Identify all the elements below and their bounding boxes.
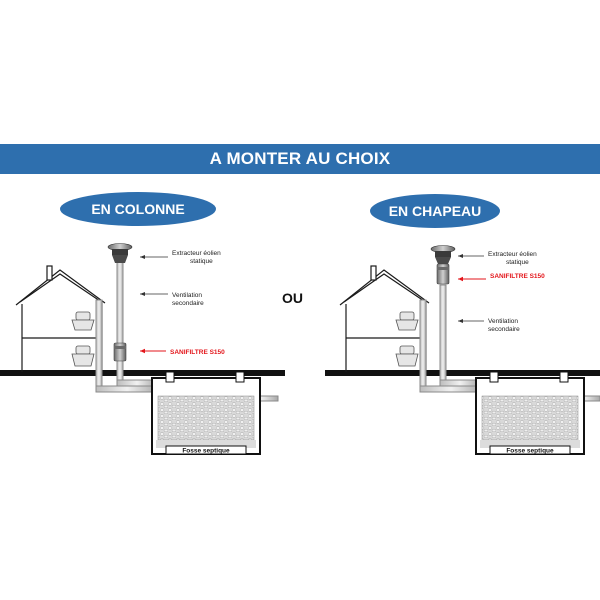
option-en-colonne-badge: EN COLONNE [60, 192, 216, 226]
option-en-chapeau-label: EN CHAPEAU [388, 203, 482, 219]
extractor-head-left [107, 243, 133, 263]
tank-label-left: Fosse septique [182, 448, 230, 455]
extractor-head-right [430, 245, 456, 264]
toilet-upper-right [395, 311, 419, 331]
separator-ou: OU [282, 290, 303, 306]
filter-label-right: SANIFILTRE S150 [490, 273, 545, 280]
extractor-label-left-1: Extracteur éolien [172, 250, 221, 257]
filter-left [113, 342, 127, 362]
toilet-upper [71, 311, 95, 331]
ground-line-right [325, 370, 600, 376]
option-en-chapeau-badge: EN CHAPEAU [370, 194, 500, 228]
septic-tank-left: Fosse septique [151, 371, 261, 455]
title-banner: A MONTER AU CHOIX [0, 144, 600, 174]
filter-right [436, 263, 450, 285]
ventilation-label-left-1: Ventilation [172, 292, 202, 299]
extractor-label-right-1: Extracteur éolien [488, 251, 537, 258]
ground-line [0, 370, 285, 376]
option-en-colonne-label: EN COLONNE [91, 201, 185, 217]
extractor-label-right-2: statique [506, 259, 529, 266]
ventilation-label-right-2: secondaire [488, 326, 520, 333]
extractor-label-left-2: statique [190, 258, 213, 265]
filter-label-left: SANIFILTRE S150 [170, 349, 225, 356]
annotations-left: Extracteur éolien statique Ventilation s… [140, 250, 225, 356]
annotations-right: Extracteur éolien statique SANIFILTRE S1… [458, 251, 545, 333]
ventilation-label-left-2: secondaire [172, 300, 204, 307]
toilet-lower-right [395, 345, 419, 367]
toilet-lower [71, 345, 95, 367]
right-scene: Fosse septique Extracteur éolien statiqu… [325, 245, 600, 455]
ventilation-label-right-1: Ventilation [488, 318, 518, 325]
tank-label-right: Fosse septique [506, 448, 554, 455]
banner-title: A MONTER AU CHOIX [209, 149, 391, 168]
left-scene: Fosse septique Extracteur éolien statiqu… [0, 243, 285, 455]
septic-tank-right: Fosse septique [475, 371, 585, 455]
